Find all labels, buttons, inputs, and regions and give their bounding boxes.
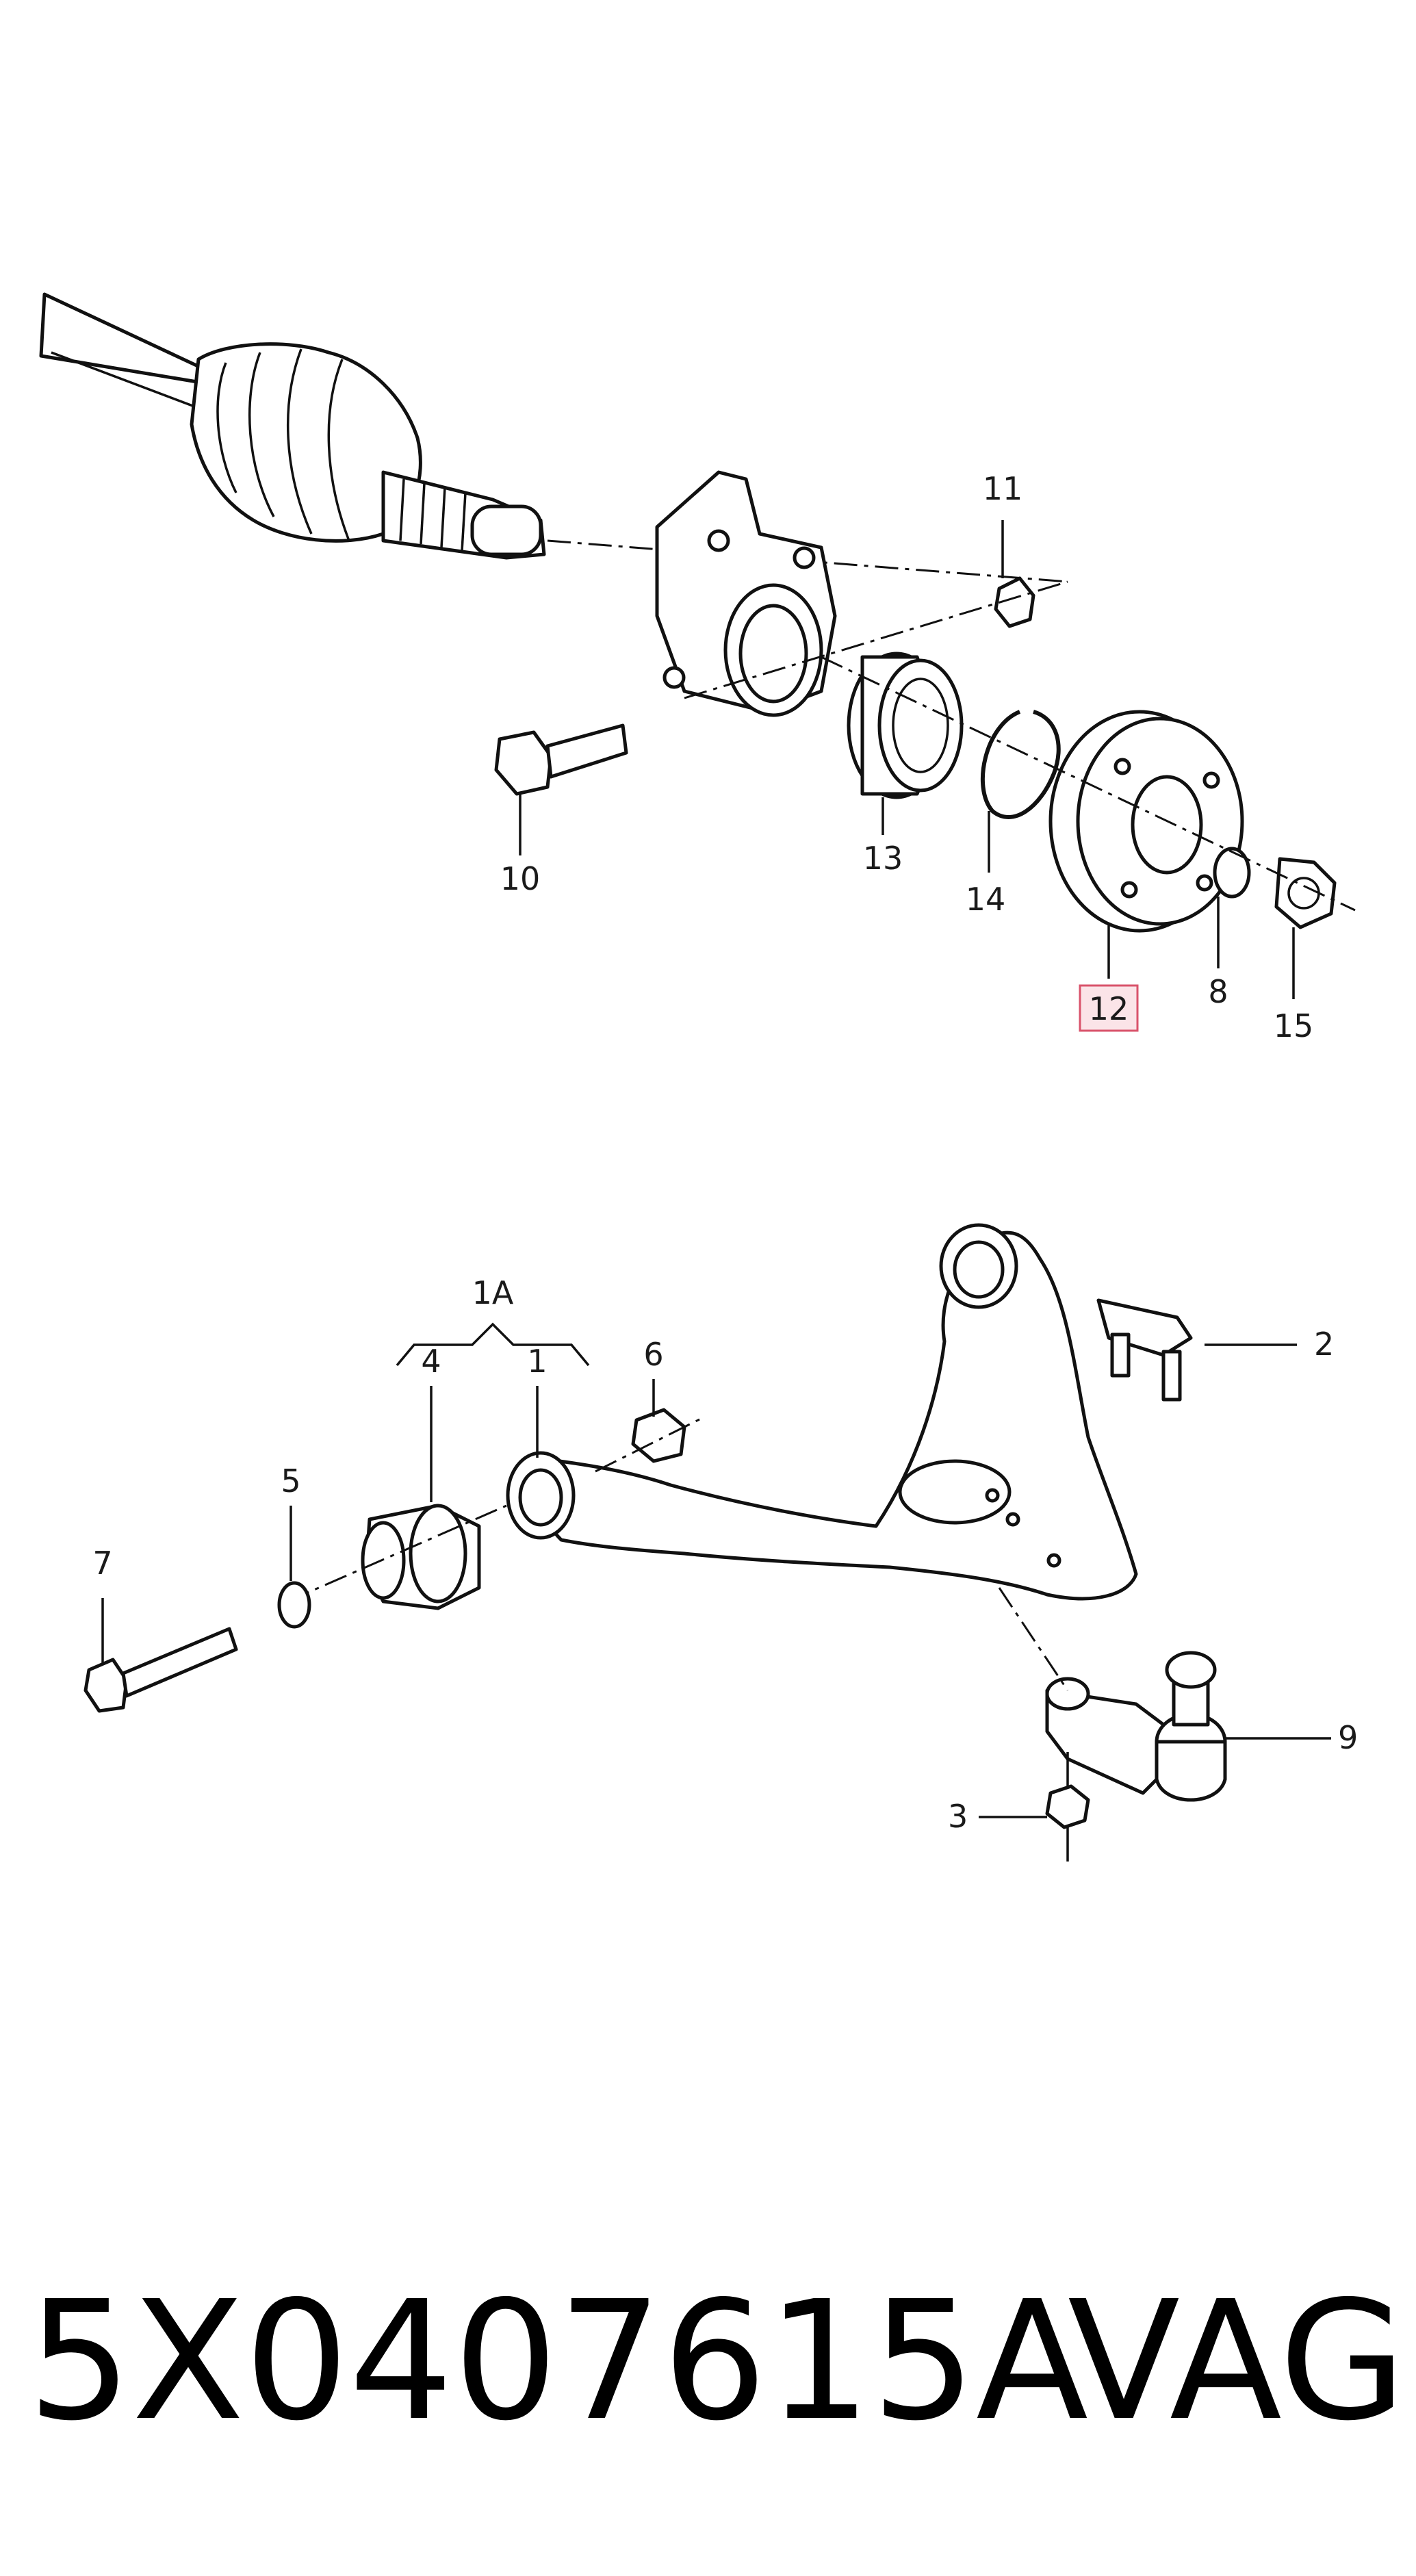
callout-11: 11 (983, 470, 1023, 507)
drive-shaft (39, 292, 546, 560)
highlight-box (1079, 984, 1139, 1032)
callout-5: 5 (281, 1463, 300, 1499)
callout-9: 9 (1338, 1719, 1358, 1756)
wheel-bearing (847, 652, 964, 799)
callout-2: 2 (1314, 1326, 1334, 1363)
circlip (981, 710, 1061, 819)
callout-3: 3 (948, 1798, 968, 1835)
wheel-hub (1048, 710, 1244, 933)
callout-13: 13 (863, 840, 903, 877)
bracket (1096, 1298, 1193, 1402)
collar-nut (1274, 857, 1337, 929)
callout-4: 4 (421, 1343, 441, 1380)
ball-joint (1045, 1651, 1227, 1802)
callout-1A: 1A (472, 1274, 514, 1311)
control-arm (506, 1223, 1138, 1601)
callout-14: 14 (966, 881, 1006, 918)
callout-8: 8 (1208, 973, 1228, 1010)
callout-6: 6 (643, 1336, 663, 1373)
rubber-bush (361, 1504, 481, 1610)
part-number: 5X0407615A (27, 2265, 1089, 2457)
washer (1213, 847, 1251, 899)
hex-nut-lower (1045, 1784, 1090, 1829)
callout-12: 12 (1089, 990, 1129, 1027)
wheel-bearing-housing (655, 470, 837, 717)
callout-15: 15 (1274, 1007, 1314, 1044)
brand-name: VAG (1068, 2265, 1406, 2457)
washer-lower (277, 1581, 311, 1629)
part-number-footer: 5X0407615A VAG (0, 2258, 1416, 2464)
hex-nut-upper (994, 576, 1035, 628)
callout-10: 10 (500, 860, 541, 897)
hex-nut-mid (631, 1408, 686, 1463)
callout-1: 1 (527, 1343, 547, 1380)
hex-bolt-upper (494, 723, 628, 796)
callout-7: 7 (92, 1545, 112, 1582)
hex-bolt-lower (83, 1627, 238, 1713)
